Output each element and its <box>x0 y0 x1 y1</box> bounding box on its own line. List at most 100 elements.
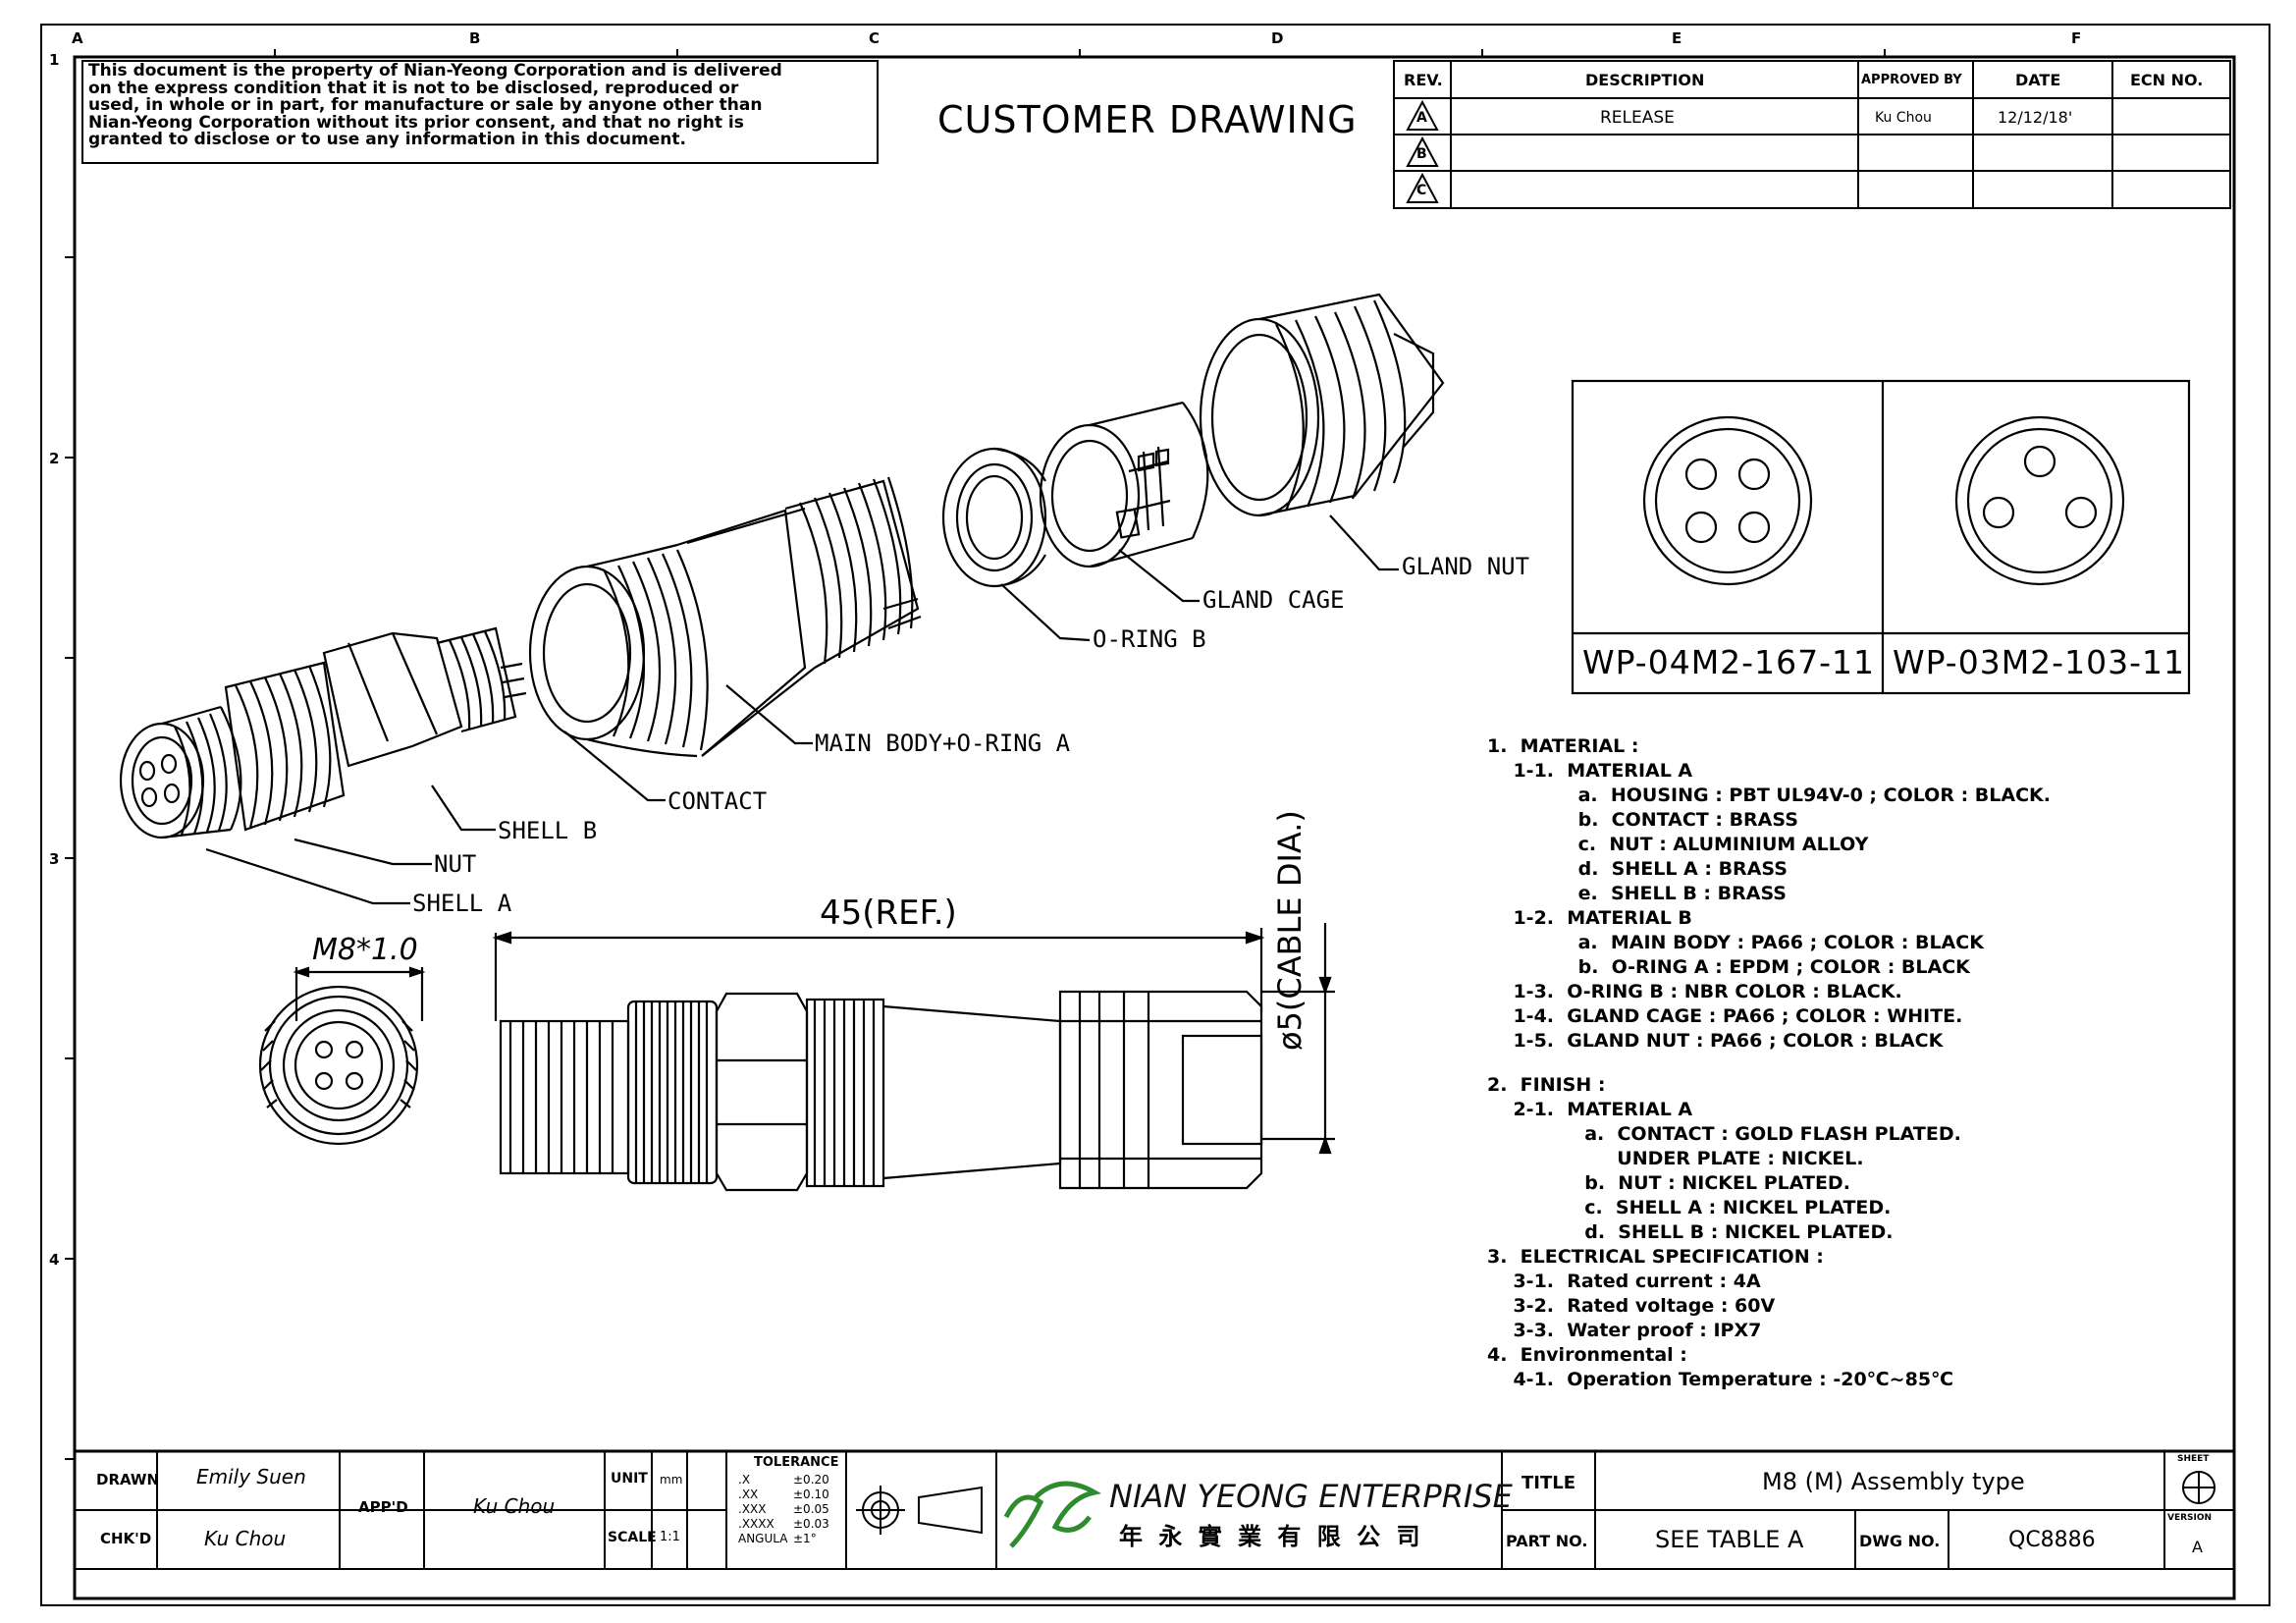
note-line <box>1487 1054 2051 1073</box>
note-line: 3-1. Rated current : 4A <box>1487 1271 1761 1292</box>
tolerance-row: .XXX±0.05 <box>738 1502 829 1516</box>
note-line: 1-3. O-RING B : NBR COLOR : BLACK. <box>1487 981 1902 1002</box>
label-shell-b: SHELL B <box>498 817 598 844</box>
tolerance-title: TOLERANCE <box>754 1455 839 1470</box>
chkd-label: CHK'D <box>100 1530 152 1547</box>
note-line: d. SHELL B : NICKEL PLATED. <box>1487 1221 1894 1243</box>
grid-col-e: E <box>1672 29 1682 47</box>
note-line: 1-5. GLAND NUT : PA66 ; COLOR : BLACK <box>1487 1030 1944 1052</box>
scale-value: 1:1 <box>660 1530 680 1544</box>
note-line: 4. Environmental : <box>1487 1344 1687 1366</box>
tolerance-row: .X±0.20 <box>738 1473 829 1487</box>
grid-col-b: B <box>469 29 481 47</box>
outer-border <box>40 24 2270 1606</box>
tolerance-row: ANGULA±1° <box>738 1532 817 1545</box>
company-name-zh: 年 永 實 業 有 限 公 司 <box>1119 1523 1424 1550</box>
exploded-view <box>119 293 1445 905</box>
label-gland-cage: GLAND CAGE <box>1202 586 1345 614</box>
rev-b-mark: B <box>1416 146 1427 162</box>
note-line: e. SHELL B : BRASS <box>1487 883 1787 904</box>
grid-col-a: A <box>72 29 83 47</box>
part-no-value: SEE TABLE A <box>1655 1526 1804 1553</box>
notice-line: Nian-Yeong Corporation without its prior… <box>88 112 744 133</box>
part-no-3pin: WP-03M2-103-11 <box>1893 643 2185 681</box>
rev-a-mark: A <box>1416 110 1427 126</box>
version-value: A <box>2192 1538 2203 1556</box>
dim-thread: M8*1.0 <box>312 933 418 967</box>
note-line: a. HOUSING : PBT UL94V-0 ; COLOR : BLACK… <box>1487 784 2051 806</box>
note-line: d. SHELL A : BRASS <box>1487 858 1788 880</box>
label-gland-nut: GLAND NUT <box>1402 553 1530 580</box>
rev-header-ecn: ECN NO. <box>2130 71 2204 89</box>
appd-value: Ku Chou <box>473 1494 556 1518</box>
label-shell-a: SHELL A <box>412 890 512 917</box>
scale-label: SCALE <box>608 1530 657 1545</box>
tolerance-table: .X±0.20 .XX±0.10 .XXX±0.05 .XXXX±0.03 AN… <box>738 1473 829 1546</box>
part-no-4pin: WP-04M2-167-11 <box>1582 643 1875 681</box>
notice-box <box>81 60 879 164</box>
confidentiality-notice: This document is the property of Nian-Ye… <box>88 61 864 149</box>
grid-row-2: 2 <box>49 450 60 467</box>
drawn-label: DRAWN <box>96 1471 160 1488</box>
note-line: 1-4. GLAND CAGE : PA66 ; COLOR : WHITE. <box>1487 1005 1963 1027</box>
company-logo <box>1003 1481 1102 1548</box>
note-line: c. NUT : ALUMINIUM ALLOY <box>1487 834 1869 855</box>
grid-col-c: C <box>869 29 881 47</box>
note-line: 3-3. Water proof : IPX7 <box>1487 1320 1762 1341</box>
unit-value: mm <box>660 1473 683 1487</box>
notice-line: used, in whole or in part, for manufactu… <box>88 95 763 115</box>
note-line: 3. ELECTRICAL SPECIFICATION : <box>1487 1246 1824 1268</box>
note-line: a. MAIN BODY : PA66 ; COLOR : BLACK <box>1487 932 1984 953</box>
grid-col-f: F <box>2071 29 2082 47</box>
note-line: b. O-RING A : EPDM ; COLOR : BLACK <box>1487 956 1970 978</box>
note-line: b. CONTACT : BRASS <box>1487 809 1798 831</box>
dim-cable: ø5(CABLE DIA.) <box>1271 810 1308 1051</box>
tolerance-row: .XX±0.10 <box>738 1488 829 1501</box>
rev-c-mark: C <box>1416 183 1427 198</box>
rev-header-rev: REV. <box>1404 71 1443 89</box>
rev-a-description: RELEASE <box>1600 108 1675 128</box>
grid-ticks <box>65 49 1886 1460</box>
label-contact: CONTACT <box>667 787 768 815</box>
note-line: c. SHELL A : NICKEL PLATED. <box>1487 1197 1892 1218</box>
dim-length: 45(REF.) <box>820 893 957 933</box>
rev-a-date: 12/12/18' <box>1998 108 2073 127</box>
revision-table-lines <box>1393 60 2231 209</box>
note-line: 1-2. MATERIAL B <box>1487 907 1692 929</box>
notice-line: on the express condition that it is not … <box>88 78 739 98</box>
rev-header-date: DATE <box>2015 71 2061 89</box>
pin-views <box>1571 379 2191 695</box>
specification-notes: 1. MATERIAL : 1-1. MATERIAL A a. HOUSING… <box>1487 734 2051 1392</box>
rev-header-approved: APPROVED BY <box>1861 73 1962 87</box>
title-value: M8 (M) Assembly type <box>1762 1468 2025 1495</box>
rev-a-approved: Ku Chou <box>1875 110 1932 126</box>
notice-line: granted to disclose or to use any inform… <box>88 130 686 149</box>
version-label: VERSION <box>2167 1513 2213 1523</box>
grid-col-d: D <box>1271 29 1284 47</box>
label-nut: NUT <box>434 850 477 878</box>
side-view <box>492 923 1335 1192</box>
rev-header-description: DESCRIPTION <box>1585 71 1705 89</box>
front-view <box>258 966 426 1146</box>
notice-line: This document is the property of Nian-Ye… <box>88 61 782 81</box>
drawing-title: CUSTOMER DRAWING <box>937 98 1358 141</box>
note-line: 3-2. Rated voltage : 60V <box>1487 1295 1776 1317</box>
dwg-no-value: QC8886 <box>2008 1528 2096 1552</box>
appd-label: APP'D <box>358 1498 408 1516</box>
note-line: UNDER PLATE : NICKEL. <box>1487 1148 1864 1169</box>
sheet-label: SHEET <box>2177 1454 2210 1464</box>
chkd-value: Ku Chou <box>204 1527 287 1550</box>
note-line: 1-1. MATERIAL A <box>1487 760 1693 782</box>
title-label: TITLE <box>1522 1473 1576 1493</box>
tolerance-row: .XXXX±0.03 <box>738 1517 829 1531</box>
note-line: 2-1. MATERIAL A <box>1487 1099 1693 1120</box>
label-o-ring-b: O-RING B <box>1093 625 1206 653</box>
dwg-no-label: DWG NO. <box>1859 1532 1941 1550</box>
note-line: 1. MATERIAL : <box>1487 735 1639 757</box>
note-line: b. NUT : NICKEL PLATED. <box>1487 1172 1850 1194</box>
unit-label: UNIT <box>611 1471 648 1487</box>
note-line: a. CONTACT : GOLD FLASH PLATED. <box>1487 1123 1961 1145</box>
company-name-en: NIAN YEONG ENTERPRISE <box>1109 1478 1513 1515</box>
note-line: 4-1. Operation Temperature : -20℃~85℃ <box>1487 1369 1954 1390</box>
